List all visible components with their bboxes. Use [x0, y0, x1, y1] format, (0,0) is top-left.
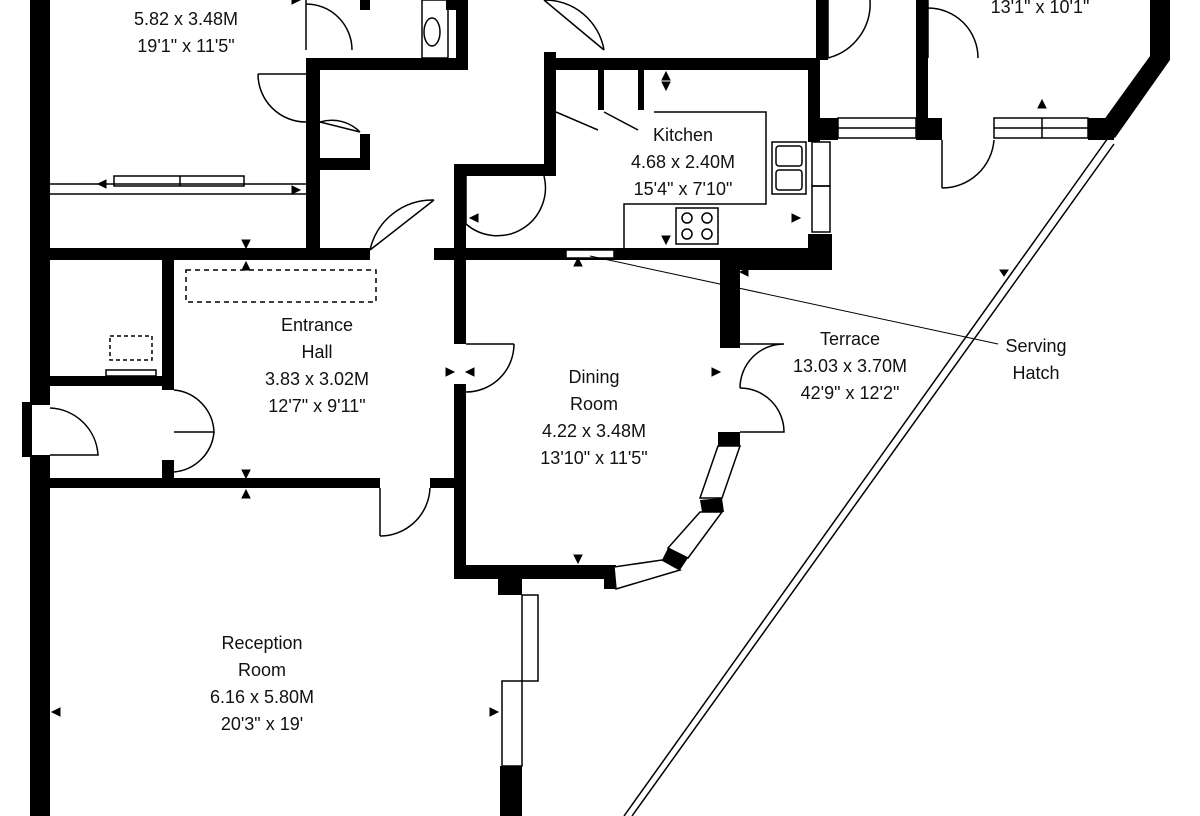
serving-hatch-line-1: Serving: [1005, 336, 1067, 356]
kitchen-dims-metric: 4.68 x 2.40M: [630, 152, 736, 172]
terrace-dims-imperial: 42'9" x 12'2": [800, 383, 900, 403]
reception-room-dims-metric: 6.16 x 5.80M: [209, 687, 315, 707]
reception-room-name-1: Reception: [221, 633, 303, 653]
dining-room-dims-metric: 4.22 x 3.48M: [541, 421, 647, 441]
dimension-markers: [50, 0, 1047, 717]
kitchen-label: Kitchen 4.68 x 2.40M 15'4" x 7'10": [631, 122, 735, 203]
entrance-hall-dims-metric: 3.83 x 3.02M: [264, 369, 370, 389]
walls: [22, 0, 1170, 816]
top-left-room-dims-imperial: 19'1" x 11'5": [137, 36, 235, 56]
terrace-name: Terrace: [819, 329, 881, 349]
kitchen-name: Kitchen: [652, 125, 714, 145]
top-right-room-label: 13'1" x 10'1": [991, 0, 1090, 21]
entrance-hall-dims-imperial: 12'7" x 9'11": [268, 396, 366, 416]
fixtures: [50, 0, 1115, 816]
entrance-hall-label: Entrance Hall 3.83 x 3.02M 12'7" x 9'11": [265, 312, 369, 420]
kitchen-dims-imperial: 15'4" x 7'10": [633, 179, 733, 199]
dining-room-name-2: Room: [569, 394, 618, 414]
reception-room-dims-imperial: 20'3" x 19': [220, 714, 304, 734]
reception-room-label: Reception Room 6.16 x 5.80M 20'3" x 19': [210, 630, 314, 738]
terrace-dims-metric: 13.03 x 3.70M: [792, 356, 908, 376]
serving-hatch-callout: Serving Hatch: [1005, 333, 1066, 387]
dining-room-name-1: Dining: [568, 367, 620, 387]
top-left-room-label: 5.82 x 3.48M 19'1" x 11'5": [134, 6, 238, 60]
top-right-room-dims-imperial: 13'1" x 10'1": [990, 0, 1090, 17]
serving-hatch-line-2: Hatch: [1012, 363, 1060, 383]
dining-room-dims-imperial: 13'10" x 11'5": [540, 448, 648, 468]
terrace-label: Terrace 13.03 x 3.70M 42'9" x 12'2": [793, 326, 907, 407]
top-left-room-dims-metric: 5.82 x 3.48M: [133, 9, 239, 29]
doors: [49, 0, 995, 537]
dining-room-label: Dining Room 4.22 x 3.48M 13'10" x 11'5": [540, 364, 647, 472]
entrance-hall-name-1: Entrance: [280, 315, 354, 335]
reception-room-name-2: Room: [237, 660, 286, 680]
entrance-hall-name-2: Hall: [301, 342, 333, 362]
